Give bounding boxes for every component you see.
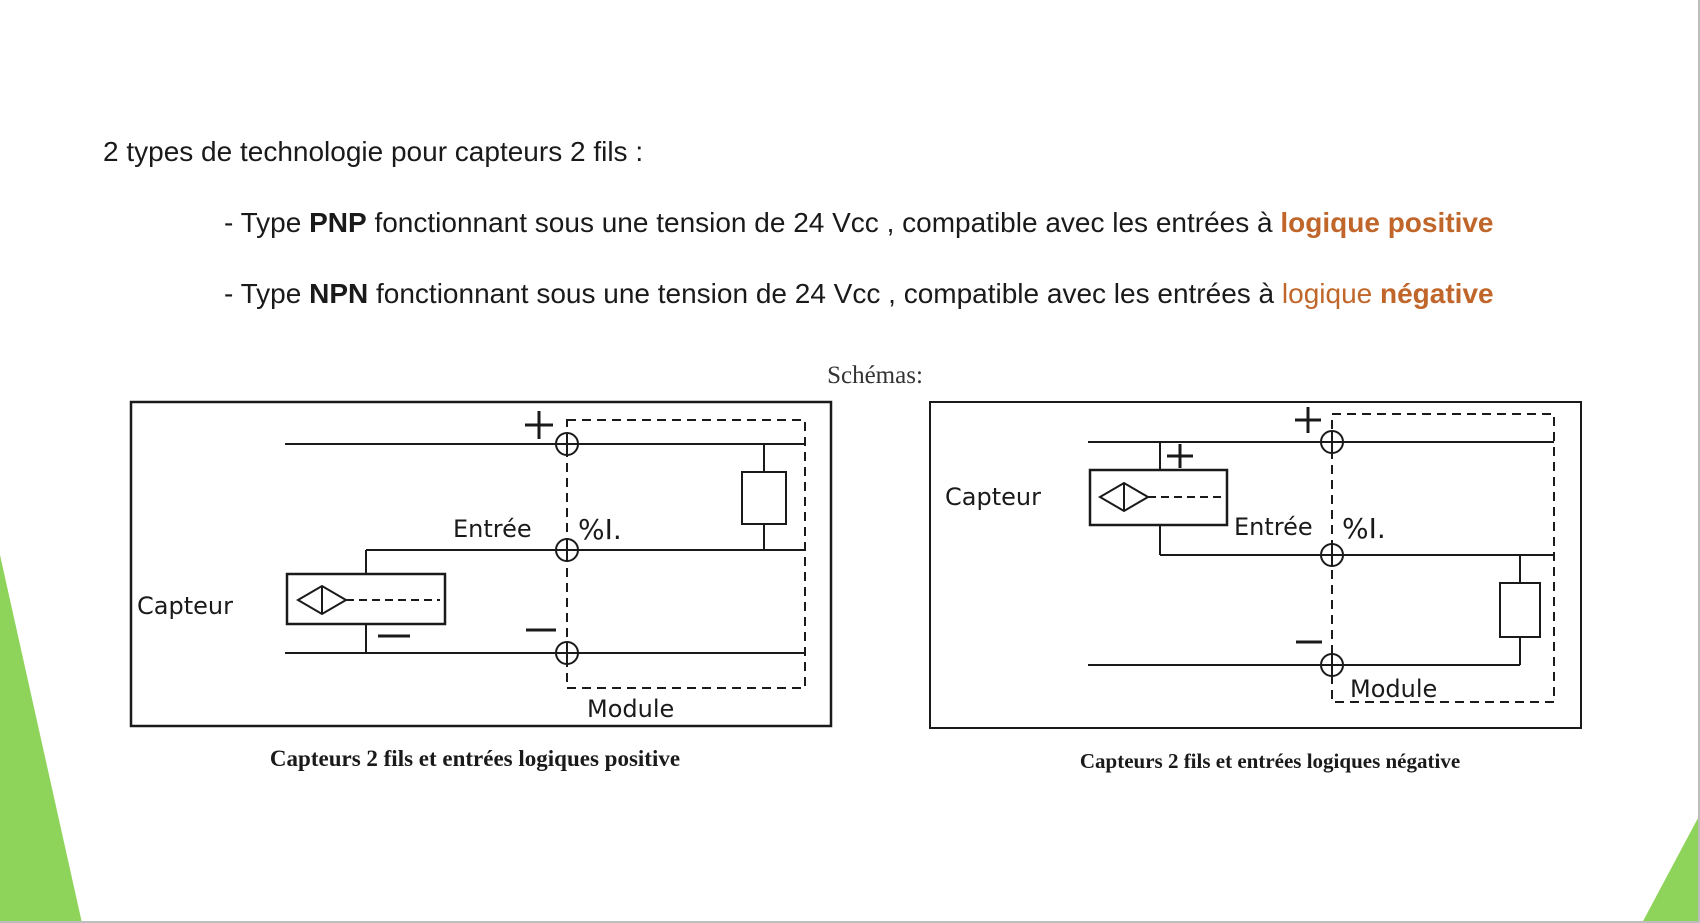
slide-right-border [1698,0,1700,923]
slide-bottom-border [0,921,1700,923]
bullet-text: fonctionnant sous une tension de 24 Vcc … [368,278,1282,309]
left-green-triangle [0,555,82,923]
bullet-text: fonctionnant sous une tension de 24 Vcc … [366,207,1281,238]
sensor-label: Capteur [945,483,1041,511]
bullet-type: PNP [309,207,367,238]
caption-positive: Capteurs 2 fils et entrées logiques posi… [269,746,681,771]
bullet-prefix: - Type [224,278,310,309]
bullet-logic-word: logique [1280,207,1380,238]
bullet-logic-kind: positive [1387,207,1494,238]
caption-negative: Capteurs 2 fils et entrées logiques néga… [1079,749,1461,773]
diagram-frame [129,400,833,728]
input-label: Entrée [453,515,532,543]
input-address: %I. [1342,512,1386,545]
sensor-body [1088,468,1229,527]
bullet-logic-kind: négative [1380,278,1494,309]
sensor-label: Capteur [137,592,233,620]
bullet-pnp: - Type PNP fonctionnant sous une tension… [224,205,1494,241]
sensor-body [285,572,447,626]
module-label: Module [587,695,674,723]
bullet-npn: - Type NPN fonctionnant sous une tension… [224,276,1494,312]
input-label: Entrée [1234,513,1313,541]
bullet-prefix: - Type [224,207,310,238]
bullet-logic-word: logique [1281,278,1373,309]
resistor [1499,582,1541,638]
diagram-frame [929,401,1582,729]
bullet-type: NPN [309,278,369,309]
module-label: Module [1350,675,1437,703]
right-green-triangle [1642,818,1698,923]
input-address: %I. [578,513,622,546]
intro-text: 2 types de technologie pour capteurs 2 f… [103,136,644,167]
schemas-label: Schémas: [827,362,923,389]
